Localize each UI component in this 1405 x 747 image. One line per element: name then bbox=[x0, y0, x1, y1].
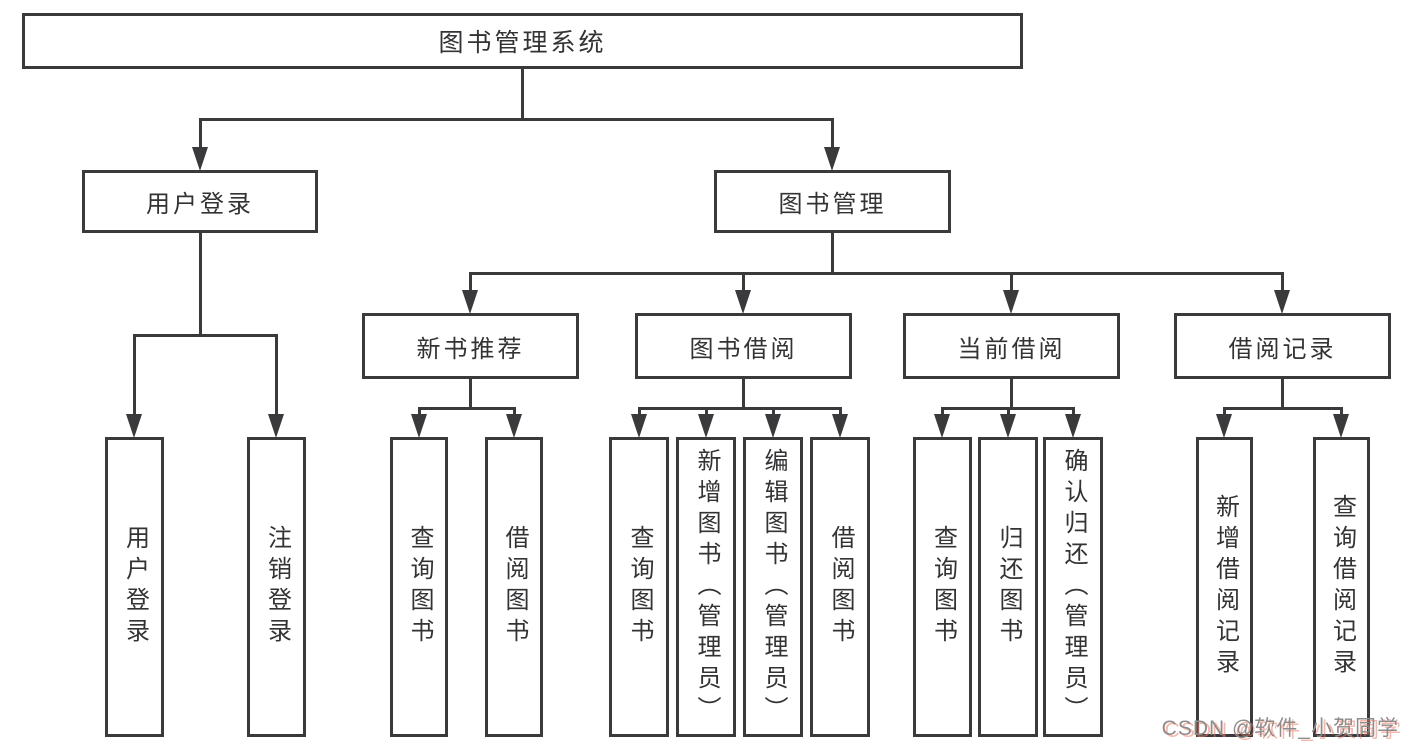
node-leaf-cb-return: 归还图书 bbox=[978, 437, 1038, 737]
node-label-leaf-br-query: 查询借阅记录 bbox=[1328, 494, 1356, 680]
node-label-current-borrow: 当前借阅 bbox=[957, 335, 1066, 363]
node-leaf-nb-borrow: 借阅图书 bbox=[485, 437, 543, 737]
node-root: 图书管理系统 bbox=[22, 13, 1023, 69]
node-label-leaf-bb-edit: 编辑图书（管理员） bbox=[760, 447, 787, 727]
connector-line bbox=[1281, 379, 1284, 408]
node-label-user-login: 用户登录 bbox=[146, 191, 254, 218]
node-label-leaf-logout: 注销登录 bbox=[263, 525, 291, 649]
connector-line bbox=[742, 273, 745, 291]
connector-line bbox=[838, 408, 842, 415]
arrowhead-down-icon bbox=[1274, 290, 1290, 314]
node-leaf-logout: 注销登录 bbox=[247, 437, 306, 737]
connector-line bbox=[133, 333, 278, 337]
connector-line bbox=[941, 408, 944, 415]
node-leaf-bb-edit: 编辑图书（管理员） bbox=[743, 437, 803, 737]
arrowhead-down-icon bbox=[1003, 290, 1019, 314]
arrowhead-down-icon bbox=[735, 290, 751, 314]
node-label-leaf-cb-return: 归还图书 bbox=[995, 525, 1022, 649]
connector-line bbox=[1010, 379, 1013, 408]
connector-line bbox=[275, 335, 278, 415]
connector-line bbox=[469, 379, 472, 408]
node-new-book-rec: 新书推荐 bbox=[362, 313, 579, 379]
node-label-leaf-cb-confirm: 确认归还（管理员） bbox=[1060, 447, 1087, 727]
connector-line bbox=[198, 118, 834, 121]
connector-line bbox=[1223, 408, 1226, 415]
arrowhead-down-icon bbox=[1216, 414, 1232, 438]
node-label-leaf-nb-borrow: 借阅图书 bbox=[501, 525, 528, 649]
connector-line bbox=[1223, 406, 1343, 410]
node-leaf-nb-query: 查询图书 bbox=[390, 437, 448, 737]
connector-line bbox=[771, 408, 775, 415]
node-label-leaf-cb-query: 查询图书 bbox=[929, 525, 957, 649]
arrowhead-down-icon bbox=[410, 414, 427, 438]
arrowhead-down-icon bbox=[630, 414, 647, 438]
node-label-book-borrow: 图书借阅 bbox=[689, 335, 798, 363]
arrowhead-down-icon bbox=[697, 414, 714, 438]
connector-line bbox=[637, 408, 641, 415]
connector-line bbox=[198, 119, 202, 148]
connector-line bbox=[637, 406, 842, 410]
node-borrow-records: 借阅记录 bbox=[1174, 313, 1391, 379]
node-current-borrow: 当前借阅 bbox=[903, 313, 1120, 379]
connector-line bbox=[512, 408, 516, 415]
arrowhead-down-icon bbox=[934, 414, 950, 438]
connector-line bbox=[1071, 408, 1075, 415]
connector-line bbox=[831, 233, 834, 273]
node-leaf-br-query: 查询借阅记录 bbox=[1313, 437, 1370, 737]
connector-line bbox=[831, 119, 834, 148]
connector-line bbox=[1340, 408, 1343, 415]
connector-line bbox=[198, 233, 202, 335]
node-label-borrow-records: 借阅记录 bbox=[1228, 335, 1337, 363]
arrowhead-down-icon bbox=[191, 147, 208, 171]
connector-line bbox=[742, 379, 745, 408]
arrowhead-down-icon bbox=[1064, 414, 1081, 438]
node-label-leaf-br-add: 新增借阅记录 bbox=[1211, 494, 1239, 680]
arrowhead-down-icon bbox=[1333, 414, 1349, 438]
node-leaf-cb-confirm: 确认归还（管理员） bbox=[1043, 437, 1103, 737]
connector-line bbox=[469, 273, 472, 291]
node-label-leaf-bb-borrow: 借阅图书 bbox=[827, 525, 854, 649]
node-label-leaf-bb-add: 新增图书（管理员） bbox=[693, 447, 720, 727]
node-leaf-bb-borrow: 借阅图书 bbox=[810, 437, 870, 737]
node-user-login: 用户登录 bbox=[82, 170, 318, 233]
node-book-borrow: 图书借阅 bbox=[635, 313, 852, 379]
arrowhead-down-icon bbox=[268, 414, 284, 438]
node-leaf-user-login: 用户登录 bbox=[105, 437, 164, 737]
csdn-watermark: CSDN @软件_小贺同学 bbox=[1161, 717, 1399, 740]
arrowhead-down-icon bbox=[824, 147, 840, 171]
arrowhead-down-icon bbox=[505, 414, 522, 438]
connector-line bbox=[1010, 273, 1013, 291]
node-label-root: 图书管理系统 bbox=[438, 29, 607, 57]
connector-line bbox=[417, 406, 516, 410]
connector-line bbox=[417, 408, 421, 415]
arrowhead-down-icon bbox=[764, 414, 781, 438]
arrowhead-down-icon bbox=[462, 290, 478, 314]
node-leaf-bb-add: 新增图书（管理员） bbox=[676, 437, 736, 737]
node-label-leaf-bb-query: 查询图书 bbox=[626, 525, 653, 649]
node-label-leaf-nb-query: 查询图书 bbox=[406, 525, 433, 649]
arrowhead-down-icon bbox=[999, 414, 1016, 438]
arrowhead-down-icon bbox=[831, 414, 848, 438]
node-label-book-mgmt: 图书管理 bbox=[778, 191, 887, 218]
node-book-mgmt: 图书管理 bbox=[714, 170, 951, 233]
connector-line bbox=[521, 69, 524, 120]
connector-line bbox=[133, 335, 136, 415]
connector-line bbox=[469, 271, 1284, 275]
node-leaf-cb-query: 查询图书 bbox=[913, 437, 972, 737]
connector-line bbox=[704, 408, 708, 415]
node-label-new-book-rec: 新书推荐 bbox=[416, 335, 525, 363]
node-label-leaf-user-login: 用户登录 bbox=[121, 525, 149, 649]
arrowhead-down-icon bbox=[126, 414, 142, 438]
connector-line bbox=[1281, 273, 1284, 291]
node-leaf-br-add: 新增借阅记录 bbox=[1196, 437, 1253, 737]
node-leaf-bb-query: 查询图书 bbox=[609, 437, 669, 737]
connector-line bbox=[1006, 408, 1010, 415]
